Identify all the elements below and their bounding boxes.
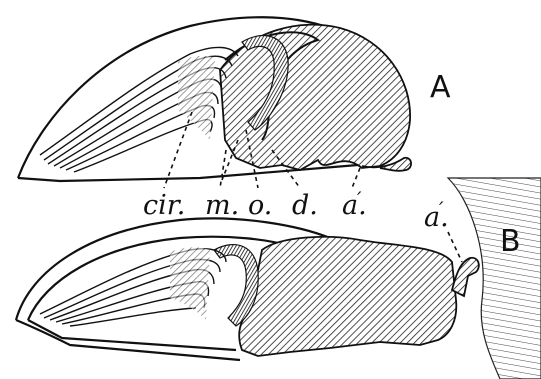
panel-b-cirri — [40, 247, 226, 326]
panel-b-letter: B — [500, 224, 521, 259]
label-cir: cir. — [143, 190, 185, 221]
panel-a: A cir. m. o. d. a. ′ — [18, 17, 451, 221]
panel-b-shell-inner-base — [28, 320, 236, 350]
label-m: m. — [205, 190, 239, 221]
panel-b-shell-base — [16, 320, 240, 360]
label-a-prime-a: a. — [342, 190, 367, 221]
label-a-prime-b: a. — [424, 202, 449, 233]
label-d: d. — [292, 190, 318, 221]
svg-text:′: ′ — [439, 197, 444, 221]
panel-a-letter: A — [430, 70, 451, 105]
panel-b-appendage — [452, 258, 479, 296]
panel-b: B a. ′ — [16, 178, 541, 379]
panel-a-shell-base — [18, 164, 370, 181]
panel-b-body — [239, 237, 456, 356]
svg-text:′: ′ — [357, 187, 362, 211]
panel-a-cirri — [40, 47, 238, 172]
label-o: o. — [248, 190, 272, 221]
